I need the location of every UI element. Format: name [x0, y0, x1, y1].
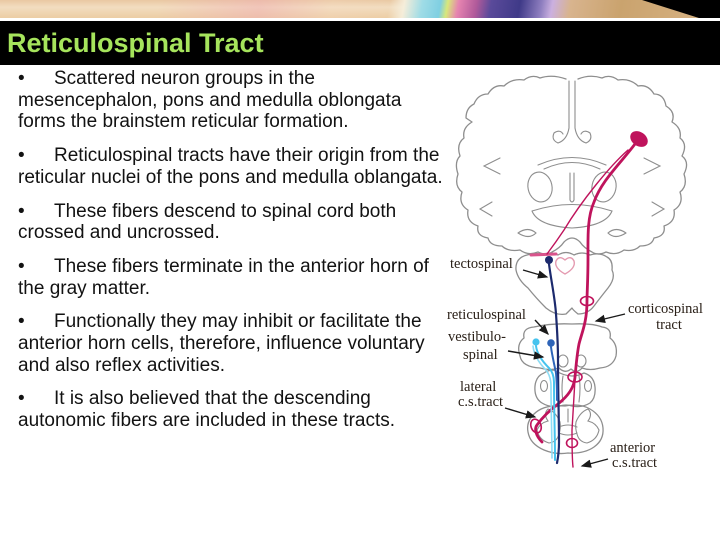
tectospinal-origin-dot [545, 256, 553, 264]
bullet-text: Reticulospinal tracts have their origin … [18, 145, 443, 188]
reticulospinal-origin-dot [547, 339, 555, 347]
aqueduct-outline [555, 257, 575, 275]
vestibulospinal-origin-dot [532, 338, 540, 346]
bullet-text: Scattered neuron groups in the mesenceph… [18, 68, 402, 133]
slide-title: Reticulospinal Tract [7, 27, 264, 58]
anterior-cs-line [571, 378, 576, 468]
label-vestibulospinal-1: vestibulo- [448, 329, 506, 345]
label-corticospinal-1: corticospinal [628, 301, 703, 317]
banner-divider-line [0, 18, 720, 21]
bullet-item: •These fibers terminate in the anterior … [18, 256, 446, 299]
content-area: •Scattered neuron groups in the mesencep… [18, 68, 446, 444]
bullet-item: •Reticulospinal tracts have their origin… [18, 145, 446, 188]
label-lateral-2: c.s.tract [458, 394, 503, 410]
tectum-bar [529, 252, 558, 257]
diagram-labels: tectospinal reticulospinal vestibulo- sp… [447, 256, 703, 471]
bullet-item: •Scattered neuron groups in the mesencep… [18, 68, 446, 133]
bullet-item: •These fibers descend to spinal cord bot… [18, 201, 446, 244]
bullet-item: •Functionally they may inhibit or facili… [18, 311, 446, 376]
tracts-diagram: tectospinal reticulospinal vestibulo- sp… [432, 70, 720, 482]
medulla-section [534, 369, 596, 408]
label-corticospinal-2: tract [656, 317, 682, 333]
bullet-icon: • [18, 200, 25, 222]
corticotectal-line [546, 149, 629, 255]
brain-coronal-section [455, 75, 688, 255]
label-vestibulospinal-2: spinal [463, 347, 498, 363]
label-arrows [504, 269, 626, 468]
bullet-icon: • [18, 68, 25, 89]
label-anterior-2: c.s.tract [612, 455, 657, 471]
bullet-icon: • [18, 388, 25, 410]
bullet-text: These fibers terminate in the anterior h… [18, 255, 429, 299]
bullet-icon: • [18, 255, 25, 277]
label-anterior-1: anterior [610, 440, 655, 456]
bullet-text: Functionally they may inhibit or facilit… [18, 311, 425, 376]
bullet-text: It is also believed that the descending … [18, 388, 396, 432]
bullet-text: These fibers descend to spinal cord both… [18, 200, 397, 244]
reticulospinal-tract-line [547, 339, 558, 401]
corticospinal-tract-line [529, 131, 648, 468]
bullet-icon: • [18, 311, 25, 333]
midbrain-section [515, 251, 614, 316]
banner-texture [0, 0, 720, 18]
spinal-cord-section [526, 404, 604, 455]
cortical-cell-body [630, 131, 648, 147]
label-tectospinal: tectospinal [450, 256, 513, 272]
label-reticulospinal: reticulospinal [447, 307, 526, 323]
title-bar: Reticulospinal Tract [0, 21, 720, 65]
bullet-item: •It is also believed that the descending… [18, 388, 446, 431]
bullet-icon: • [18, 145, 25, 167]
label-lateral-1: lateral [460, 379, 496, 395]
tectospinal-tract-line [545, 256, 561, 465]
